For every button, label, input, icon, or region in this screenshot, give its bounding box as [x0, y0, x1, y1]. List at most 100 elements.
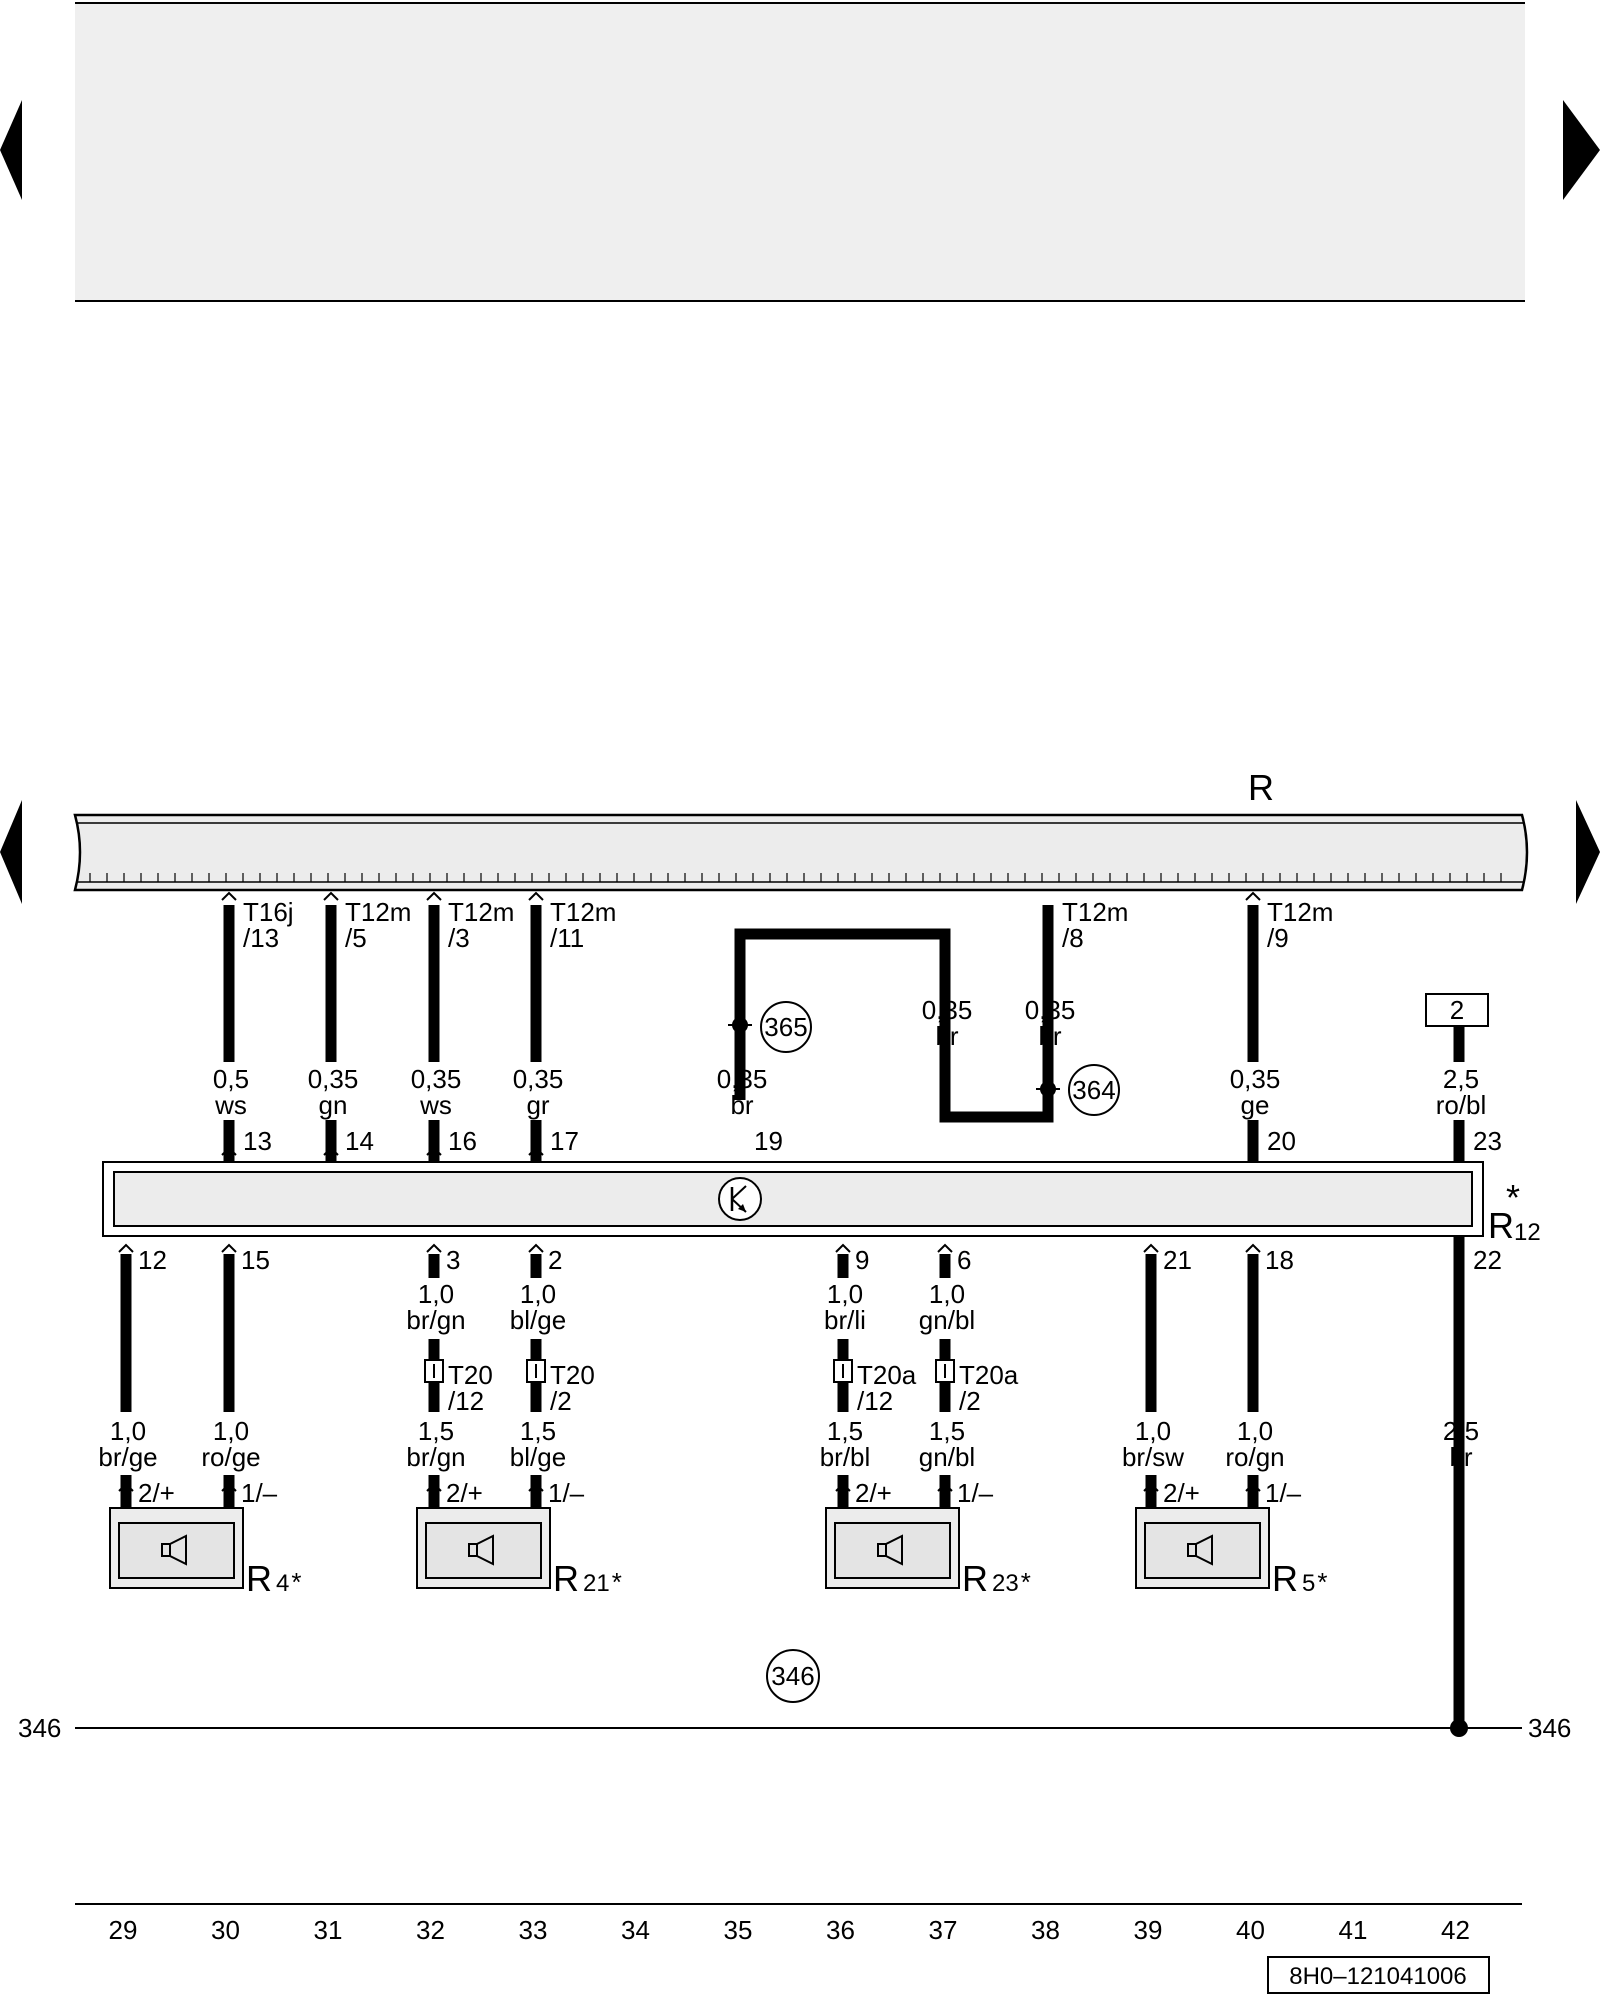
earth-point-364: [1068, 1064, 1120, 1116]
bottom-wire-1-size: 1,0: [213, 1416, 249, 1446]
speaker-2-label-star: *: [1021, 1567, 1031, 1597]
fuse-box-label: 2: [1450, 995, 1464, 1025]
amp-pin-3: 3: [446, 1245, 460, 1275]
earth-point-346: [766, 1649, 820, 1703]
bottom-wire-1-spk-arrow: [221, 1482, 237, 1492]
earth-label-346: 346: [771, 1661, 814, 1691]
top-wire-0-pin: /13: [243, 923, 279, 953]
bottom-wire-3-color: bl/ge: [510, 1442, 566, 1472]
right-triangle-marker[interactable]: [1563, 100, 1600, 200]
relay-panel: R: [73, 767, 1529, 892]
bottom-wire-2-spk-arrow: [426, 1482, 442, 1492]
track-number: 42: [1441, 1915, 1470, 1945]
speaker-3-label-star: *: [1317, 1567, 1327, 1597]
amp-pin-9: 9: [855, 1245, 869, 1275]
amp-pin-23: 23: [1473, 1126, 1502, 1156]
speaker-0-label-main: R: [246, 1558, 272, 1599]
track-number: 34: [621, 1915, 650, 1945]
bottom-wire-6-spk-arrow: [1143, 1482, 1159, 1492]
speaker-icon: [1187, 1534, 1213, 1566]
amp-pin-16: 16: [448, 1126, 477, 1156]
amp-pin-17: 17: [550, 1126, 579, 1156]
top-wire-2-arrow: [426, 891, 442, 901]
speaker-1-label-main: R: [553, 1558, 579, 1599]
bottom-wire-3-spk-arrow: [528, 1482, 544, 1492]
track-number: 39: [1134, 1915, 1163, 1945]
top-wire-2-connector: T12m: [448, 897, 514, 927]
bottom-wire-5-connector: T20a: [959, 1360, 1019, 1390]
amp-pin-20: 20: [1267, 1126, 1296, 1156]
bottom-wire-4-spk-pin: 2/+: [855, 1478, 892, 1508]
track-number: 40: [1236, 1915, 1265, 1945]
speaker-0-label-sub: 4: [276, 1570, 289, 1597]
speaker-3-inner: [1144, 1522, 1261, 1579]
amp-pin-21: 21: [1163, 1245, 1192, 1275]
bottom-wire-0-amp-arrow: [118, 1243, 134, 1253]
bottom-wire-4-color: br/bl: [820, 1442, 871, 1472]
amp-pin-13: 13: [243, 1126, 272, 1156]
left-triangle-marker-lower[interactable]: [0, 800, 22, 904]
top-wire-3-color: gr: [526, 1090, 549, 1120]
bottom-wire-2-upper-color: br/gn: [406, 1305, 465, 1335]
speaker-1-label-sub: 21: [583, 1570, 610, 1597]
bottom-wire-4-upper-size: 1,0: [827, 1279, 863, 1309]
bottom-wire-0-size: 1,0: [110, 1416, 146, 1446]
speaker-icon: [468, 1534, 494, 1566]
bottom-wire-4-upper-color: br/li: [824, 1305, 866, 1335]
speaker-2-label-main: R: [962, 1558, 988, 1599]
relay-panel-ticks: [89, 873, 1502, 882]
amplifier-star: *: [1506, 1177, 1520, 1218]
ground-loop: 365 0,35 br 0,35 br 0,35 br T12m /8 364 …: [717, 897, 1129, 1156]
amp-pin-12: 12: [138, 1245, 167, 1275]
left-triangle-marker[interactable]: [0, 100, 22, 200]
speaker-2-inner: [834, 1522, 951, 1579]
bottom-wire-5-upper-size: 1,0: [929, 1279, 965, 1309]
earth-label-365: 365: [764, 1012, 807, 1042]
track-number: 29: [109, 1915, 138, 1945]
bottom-wire-4-connector: T20a: [857, 1360, 917, 1390]
bottom-wire-4-amp-arrow: [835, 1243, 851, 1253]
wire-40-size: 0,35: [1230, 1064, 1281, 1094]
ground-loop-right-size: 0,35: [1025, 995, 1076, 1025]
speaker-3-label-main: R: [1272, 1558, 1298, 1599]
wire-40-arrow: [1245, 891, 1261, 901]
ground-loop-left-color: br: [730, 1090, 753, 1120]
amplifier-r12: R12 *: [102, 1161, 1541, 1246]
bottom-wire-5-amp-arrow: [937, 1243, 953, 1253]
bottom-wire-3-upper-color: bl/ge: [510, 1305, 566, 1335]
track-number: 37: [929, 1915, 958, 1945]
bottom-wire-4-spk-arrow: [835, 1482, 851, 1492]
track-number: 32: [416, 1915, 445, 1945]
fuse-box-frame: [1425, 993, 1489, 1027]
bottom-wire-5-pin: /2: [959, 1386, 981, 1416]
amp-pin-18: 18: [1265, 1245, 1294, 1275]
top-wire-2-color: ws: [419, 1090, 452, 1120]
wire-42-bottom-size: 2,5: [1443, 1416, 1479, 1446]
bottom-wire-5-color: gn/bl: [919, 1442, 975, 1472]
amp-pin-6: 6: [957, 1245, 971, 1275]
bottom-wire-6-size: 1,0: [1135, 1416, 1171, 1446]
bottom-wire-2-color: br/gn: [406, 1442, 465, 1472]
wire-42-size: 2,5: [1443, 1064, 1479, 1094]
bottom-wire-6-color: br/sw: [1122, 1442, 1184, 1472]
bottom-wire-0-color: br/ge: [98, 1442, 157, 1472]
bottom-wire-6-amp-arrow: [1143, 1243, 1159, 1253]
speaker-0-label-star: *: [291, 1567, 301, 1597]
bottom-wires: 121,0br/ge2/+151,0ro/ge1/–31,0br/gnT20/1…: [98, 1243, 1302, 1508]
right-triangle-marker-lower[interactable]: [1576, 800, 1600, 904]
track-number: 33: [519, 1915, 548, 1945]
top-wire-3-pin-arrow: [528, 1146, 544, 1156]
speaker-icon: [877, 1534, 903, 1566]
track-number: 41: [1339, 1915, 1368, 1945]
top-wire-1-size: 0,35: [308, 1064, 359, 1094]
transistor-icon: [718, 1177, 762, 1221]
top-wire-0-size: 0,5: [213, 1064, 249, 1094]
amp-pin-22: 22: [1473, 1245, 1502, 1275]
